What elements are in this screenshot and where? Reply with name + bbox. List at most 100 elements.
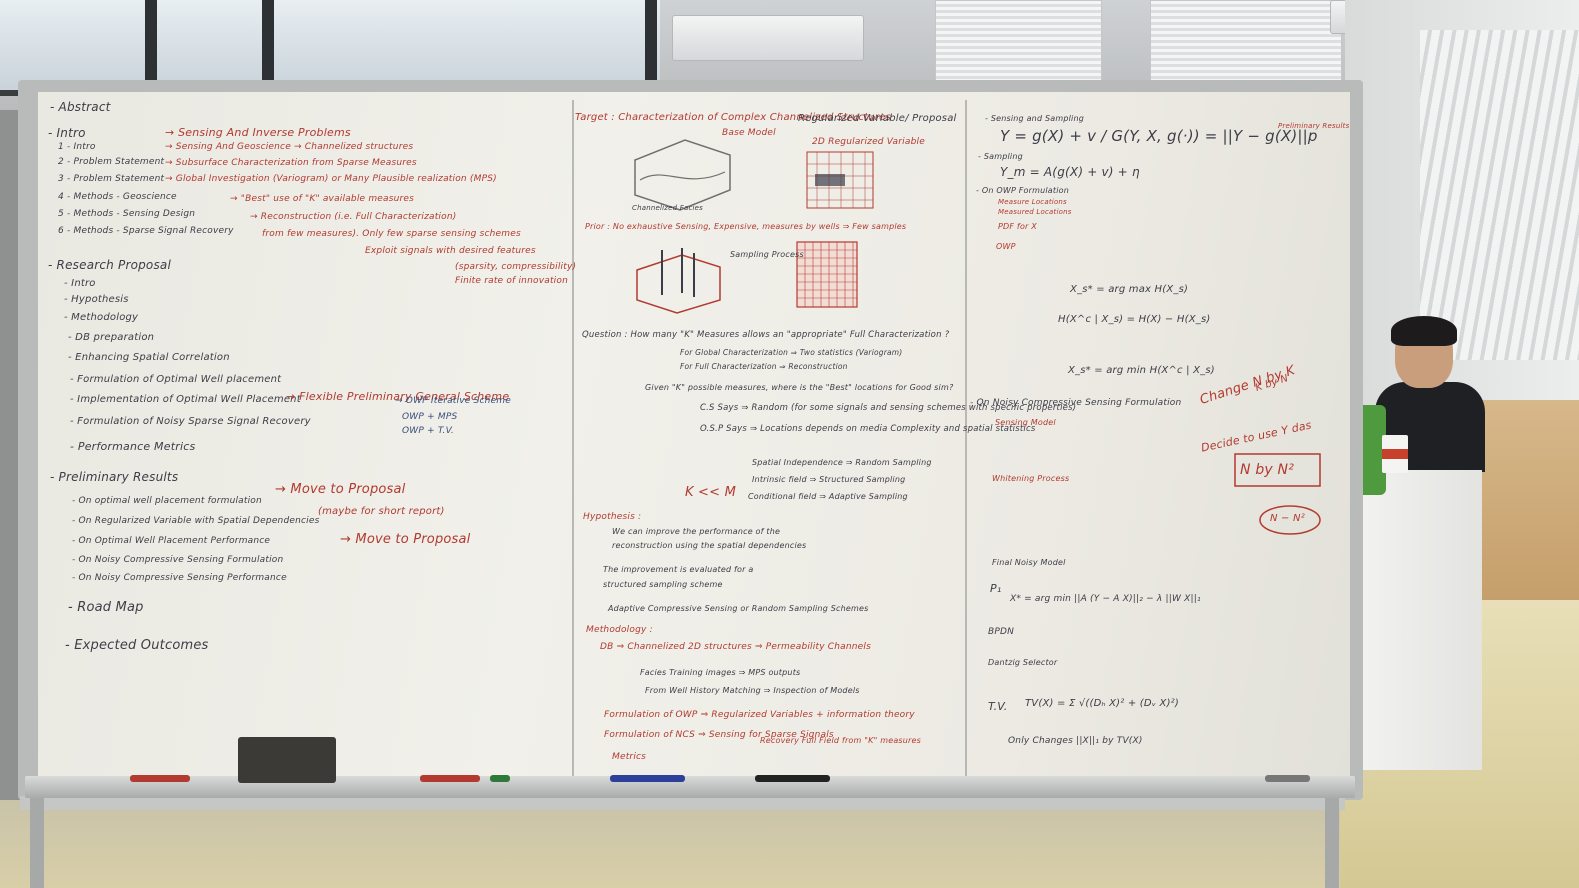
floor <box>0 800 1579 888</box>
red-annotation: → "Best" use of "K" available measures <box>230 194 415 204</box>
outline-item: - Hypothesis <box>64 294 129 305</box>
outline-item: 1 - Intro <box>58 142 96 152</box>
outline-item: - DB preparation <box>68 332 155 343</box>
note: Formulation of NCS ⇒ Sensing for Sparse … <box>604 730 834 740</box>
note: - Sensing and Sampling <box>985 114 1085 123</box>
section-header: Regularized Variable/ Proposal <box>798 113 957 124</box>
note: Metrics <box>612 752 647 762</box>
red-annotation: → Global Investigation (Variogram) or Ma… <box>165 174 497 184</box>
note: 2D Regularized Variable <box>812 137 925 147</box>
outline-item: - On Noisy Compressive Sensing Performan… <box>72 573 287 583</box>
red-annotation: → Move to Proposal <box>275 482 406 497</box>
red-annotation: → Subsurface Characterization from Spars… <box>165 158 417 168</box>
grey-marker <box>1265 775 1310 782</box>
sampling-grid-sketch <box>796 241 858 308</box>
equation: X* = arg min ||A (Y − A X)||₂ − λ ||W X|… <box>1010 594 1201 604</box>
window-frame <box>145 0 157 90</box>
note: - On Noisy Compressive Sensing Formulati… <box>970 398 1182 408</box>
outline-item: - Intro <box>64 278 96 289</box>
red-annotation: (maybe for short report) <box>318 506 445 517</box>
outline-item: - Enhancing Spatial Correlation <box>68 352 230 363</box>
grid-sketch <box>806 151 874 209</box>
note: C.S Says ⇒ Random (for some signals and … <box>700 403 1077 413</box>
blue-annotation: OWP + T.V. <box>402 426 454 436</box>
note: From Well History Matching ⇒ Inspection … <box>645 686 860 695</box>
window-frame <box>262 0 274 90</box>
equation: X_s* = arg max H(X_s) <box>1070 284 1189 295</box>
outline-item: - Preliminary Results <box>50 470 179 484</box>
coffee-cup <box>1382 435 1408 473</box>
green-marker <box>490 775 510 782</box>
outline-item: - Intro <box>48 126 86 140</box>
note: Sensing Model <box>995 418 1056 427</box>
wooden-desk <box>1475 400 1579 600</box>
note: DB ⇒ Channelized 2D structures ⇒ Permeab… <box>600 642 872 652</box>
section-header: Target : Characterization of Complex Cha… <box>575 112 891 123</box>
board-panel-divider <box>572 100 574 780</box>
note: reconstruction using the spatial depende… <box>612 541 807 550</box>
note: Spatial Independence ⇒ Random Sampling <box>752 458 932 467</box>
note: Recovery Full Field from "K" measures <box>760 736 922 745</box>
red-marker <box>420 775 480 782</box>
outline-item: - On Optimal Well Placement Performance <box>72 536 271 546</box>
outline-item: - Road Map <box>68 600 144 615</box>
window-frame <box>645 0 657 90</box>
note: structured sampling scheme <box>603 580 723 589</box>
note: K << M <box>685 485 736 500</box>
note: Prior : No exhaustive Sensing, Expensive… <box>585 222 907 231</box>
blue-annotation: → OWP Iterative Scheme <box>395 396 511 406</box>
red-box-sketch <box>1234 453 1321 535</box>
note: Base Model <box>722 128 776 138</box>
note: For Global Characterization ⇒ Two statis… <box>680 348 903 357</box>
equation: Y_m = A(g(X) + v) + η <box>1000 165 1140 179</box>
note: - On OWP Formulation <box>976 186 1070 195</box>
outline-item: - Formulation of Noisy Sparse Signal Rec… <box>70 416 311 427</box>
red-annotation: Exploit signals with desired features <box>365 246 536 256</box>
note: Question : How many "K" Measures allows … <box>582 330 950 340</box>
red-annotation: → Sensing And Geoscience → Channelized s… <box>165 142 414 152</box>
note: We can improve the performance of the <box>612 527 781 536</box>
outline-item: - Abstract <box>50 100 111 114</box>
outline-item: - Expected Outcomes <box>65 638 209 653</box>
note: Hypothesis : <box>583 512 642 522</box>
red-marker <box>130 775 190 782</box>
outline-item: - Methodology <box>64 312 139 323</box>
note: Measure Locations <box>998 198 1067 206</box>
outline-item: - On Regularized Variable with Spatial D… <box>72 516 320 526</box>
note: Adaptive Compressive Sensing or Random S… <box>608 604 869 613</box>
note: T.V. <box>988 700 1008 713</box>
red-annotation: Preliminary Results <box>1278 122 1350 130</box>
outline-item: 6 - Methods - Sparse Signal Recovery <box>58 226 234 236</box>
red-annotation: → Sensing And Inverse Problems <box>165 126 351 139</box>
red-annotation: N by N² <box>1240 462 1295 478</box>
blue-annotation: OWP + MPS <box>402 412 458 422</box>
note: PDF for X <box>998 222 1037 231</box>
black-marker <box>755 775 830 782</box>
person-hair <box>1391 316 1457 346</box>
marker-tray <box>25 776 1355 798</box>
note: - Sampling <box>978 152 1023 161</box>
note: Formulation of OWP ⇒ Regularized Variabl… <box>604 710 915 720</box>
red-annotation: → Reconstruction (i.e. Full Characteriza… <box>250 212 457 222</box>
note: P₁ <box>990 582 1002 595</box>
blue-marker <box>610 775 685 782</box>
outline-item: - Research Proposal <box>48 258 172 272</box>
note: Sampling Process <box>730 250 804 259</box>
note: Measured Locations <box>998 208 1072 216</box>
white-desk <box>1355 470 1482 770</box>
note: Final Noisy Model <box>992 558 1066 567</box>
seated-person <box>1375 316 1485 472</box>
stand-leg <box>30 798 44 888</box>
base-model-sketch <box>634 139 731 211</box>
red-annotation: from few measures). Only few sparse sens… <box>262 229 521 239</box>
note: Methodology : <box>586 625 653 635</box>
note: Conditional field ⇒ Adaptive Sampling <box>748 492 908 501</box>
note: Channelized Facies <box>632 204 703 212</box>
note: Whitening Process <box>992 474 1070 483</box>
outline-item: 3 - Problem Statement <box>58 174 165 184</box>
whiteboard <box>38 92 1350 782</box>
red-annotation: → Flexible Preliminary General Scheme <box>286 390 510 403</box>
note: BPDN <box>988 627 1015 637</box>
note: Intrinsic field ⇒ Structured Sampling <box>752 475 906 484</box>
